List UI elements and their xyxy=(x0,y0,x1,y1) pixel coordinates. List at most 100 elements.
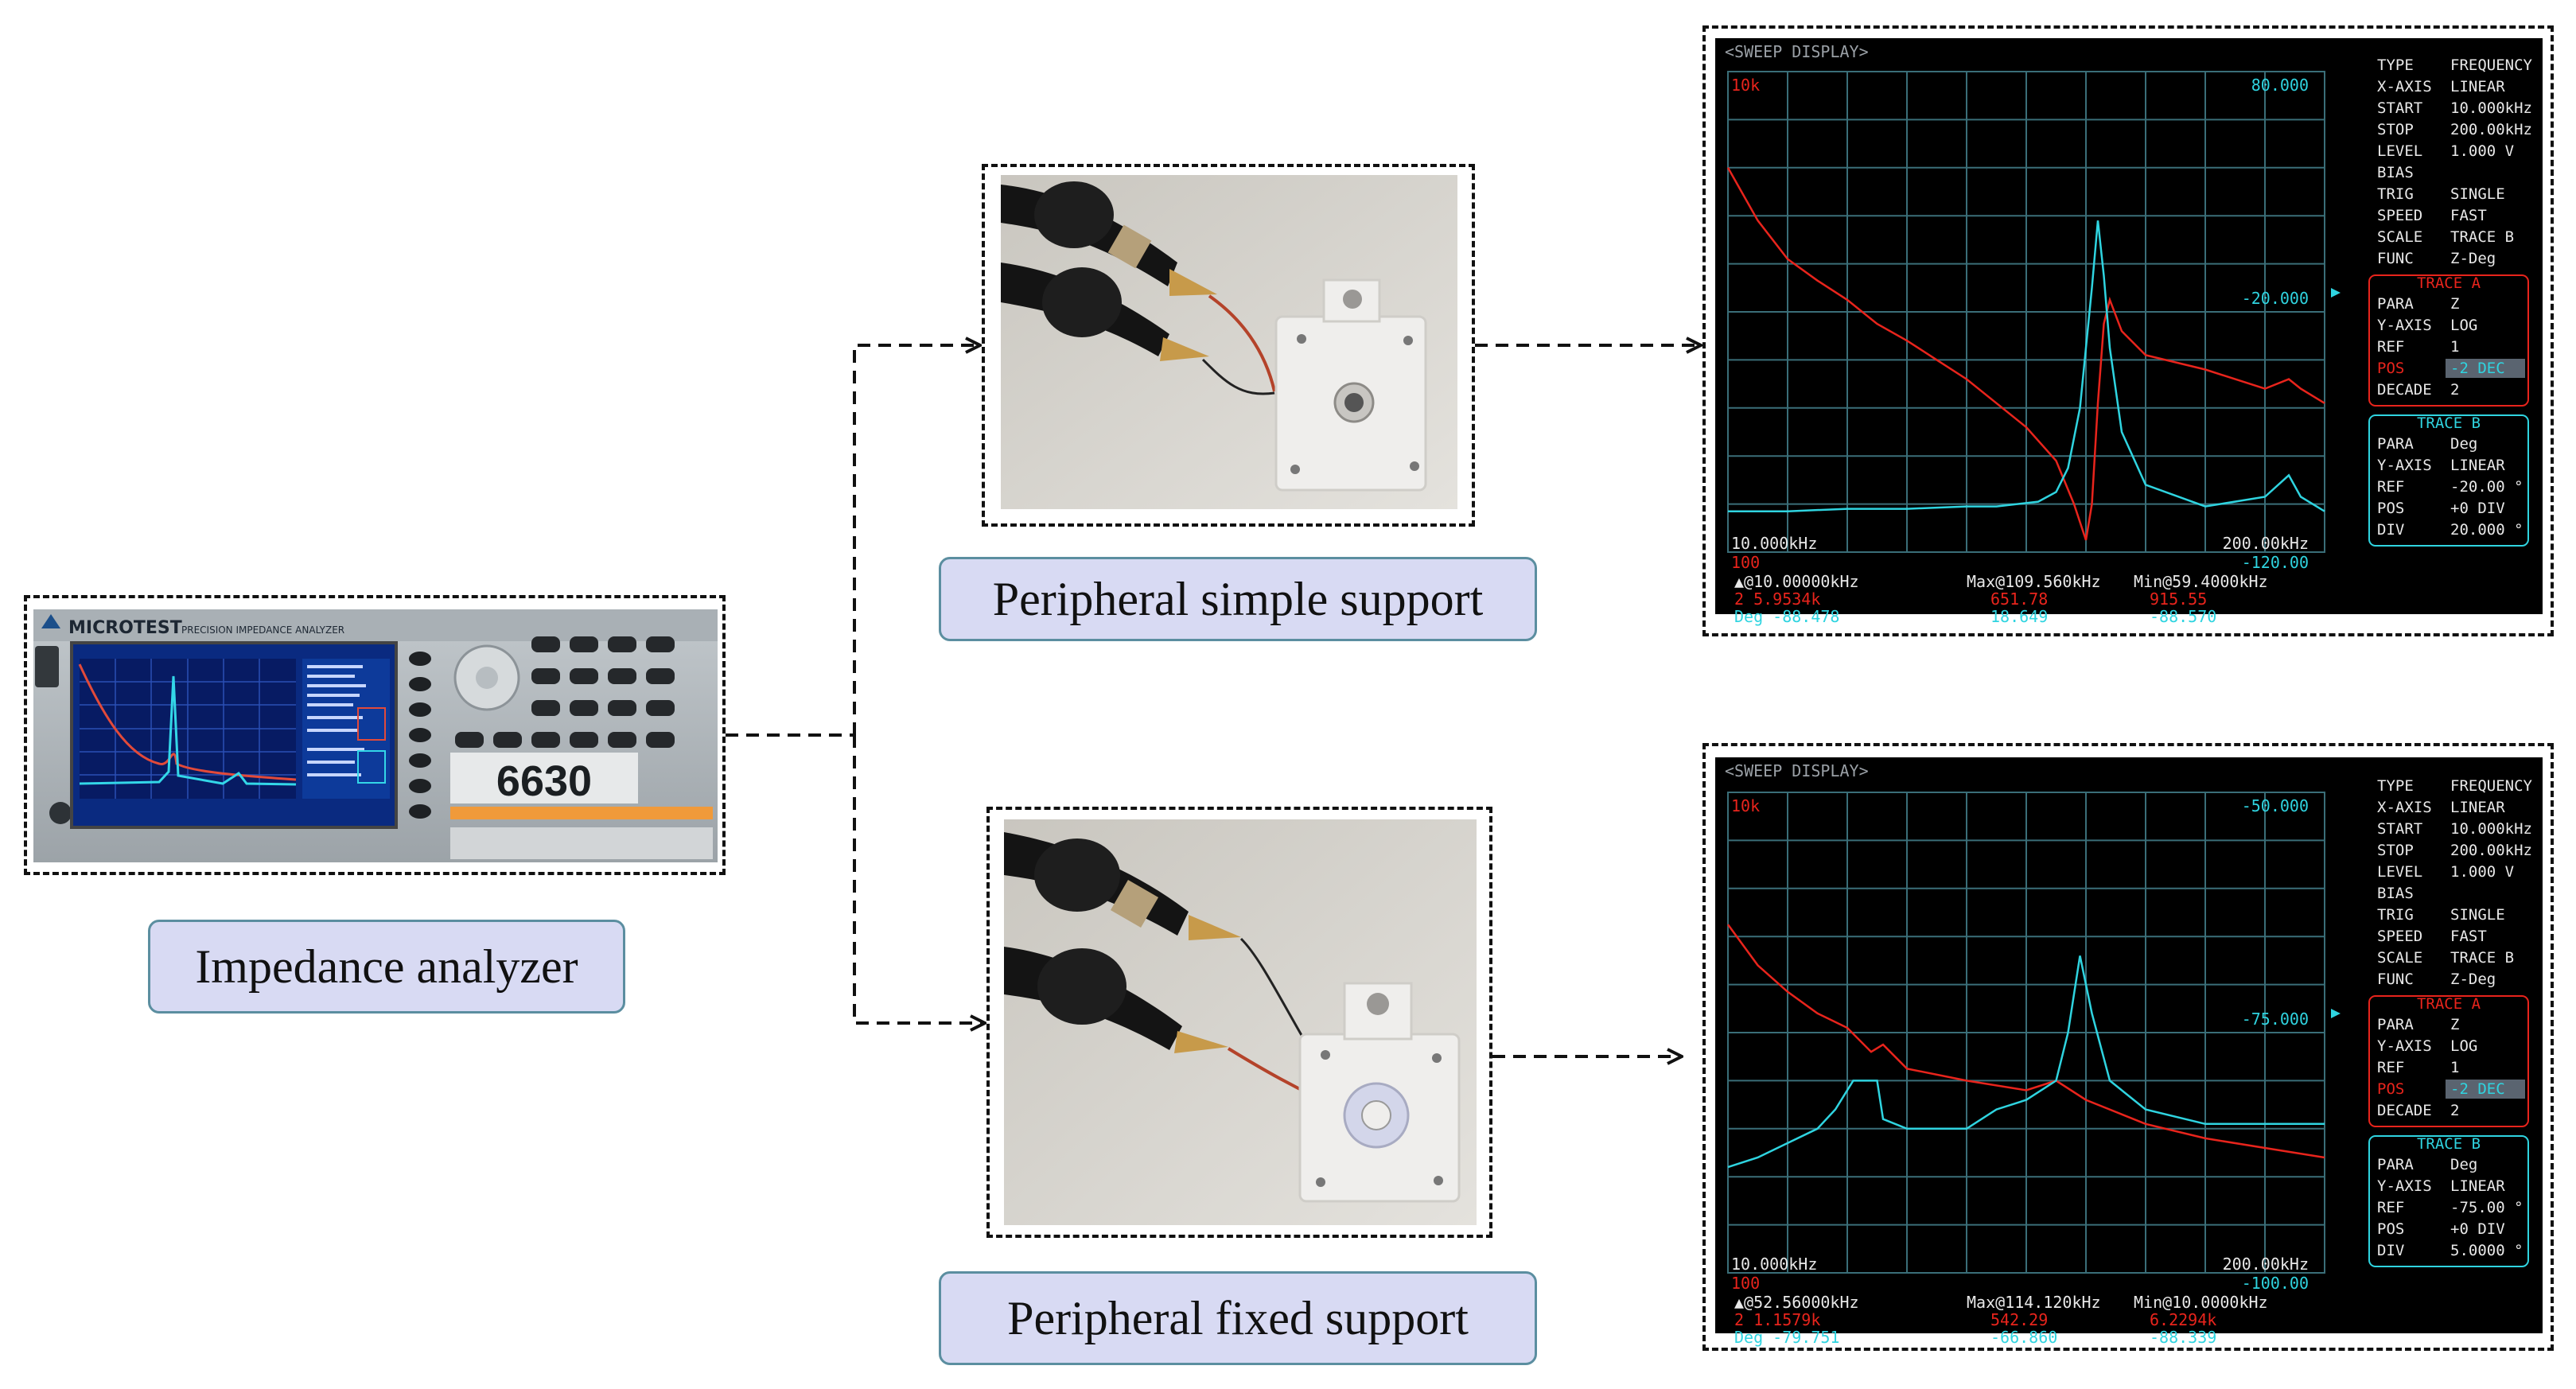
connector-to-bottom-fixture xyxy=(853,735,983,1023)
fixture-bottom-label-text: Peripheral fixed support xyxy=(1007,1291,1469,1344)
param-value: 200.00kHz xyxy=(2450,121,2532,138)
marker-1-trace-b: Deg -88.478 xyxy=(1734,607,1839,626)
trace-b-key: Y-AXIS xyxy=(2377,457,2432,474)
analyzer-lcd-side-lines xyxy=(307,665,366,776)
marker-3-label: Min@10.0000kHz xyxy=(2134,1293,2268,1312)
marker-1-trace-b: Deg -79.751 xyxy=(1734,1328,1839,1347)
analyzer-keypad[interactable] xyxy=(455,636,675,748)
trace-b-key: PARA xyxy=(2377,1156,2414,1173)
screen-top-frame xyxy=(1702,25,2554,636)
fixture-top-label: Peripheral simple support xyxy=(939,557,1537,641)
trace-a-value: Z xyxy=(2450,295,2459,313)
trace-b-value: +0 DIV xyxy=(2450,500,2505,517)
marker-2-trace-b: -66.860 xyxy=(1990,1328,2057,1347)
param-value: 1.000 V xyxy=(2450,863,2514,881)
marker-2-trace-a: 542.29 xyxy=(1990,1310,2048,1329)
param-key: BIAS xyxy=(2377,164,2414,181)
analyzer-lcd-grid xyxy=(80,659,296,799)
param-key: LEVEL xyxy=(2377,142,2422,160)
pos-highlight xyxy=(2446,1080,2525,1099)
trace-b-curve xyxy=(1727,955,2325,1169)
trace-a-title: TRACE A xyxy=(2417,274,2481,292)
trace-b-bottom-label: -100.00 xyxy=(2242,1274,2309,1293)
fixture-bottom-label: Peripheral fixed support xyxy=(939,1271,1537,1365)
trace-b-key: REF xyxy=(2377,1199,2404,1216)
screen-title: <SWEEP DISPLAY> xyxy=(1725,761,1869,780)
param-value: 10.000kHz xyxy=(2450,820,2532,838)
x-start-label: 10.000kHz xyxy=(1731,534,1817,553)
param-key: LEVEL xyxy=(2377,863,2422,881)
trace-b-bottom-label: -120.00 xyxy=(2242,553,2309,572)
trace-b-ref-label: -20.000 xyxy=(2242,289,2309,308)
trace-b-value: +0 DIV xyxy=(2450,1220,2505,1238)
power-knob[interactable] xyxy=(49,802,72,824)
param-key: FUNC xyxy=(2377,971,2414,988)
screen-bottom-frame xyxy=(1702,743,2554,1351)
analyzer-label: Impedance analyzer xyxy=(148,920,625,1014)
trace-b-key: DIV xyxy=(2377,521,2404,539)
model-stripe xyxy=(450,807,713,819)
pos-highlight xyxy=(2446,359,2525,378)
trace-b-value: Deg xyxy=(2450,1156,2477,1173)
screen-background xyxy=(1715,38,2543,614)
analyzer-brand-sub: PRECISION IMPEDANCE ANALYZER xyxy=(181,624,344,636)
trace-a-key: POS xyxy=(2377,1080,2404,1098)
param-key: X-AXIS xyxy=(2377,78,2432,95)
param-value: 10.000kHz xyxy=(2450,99,2532,117)
marker-2-label: Max@114.120kHz xyxy=(1967,1293,2101,1312)
param-key: SPEED xyxy=(2377,207,2422,224)
param-key: STOP xyxy=(2377,842,2414,859)
param-value: FREQUENCY xyxy=(2450,777,2533,795)
param-value: Z-Deg xyxy=(2450,250,2496,267)
trace-b-top-label: -50.000 xyxy=(2242,796,2309,815)
trace-b-title: TRACE B xyxy=(2417,414,2481,432)
trace-a-key: DECADE xyxy=(2377,381,2432,399)
trace-a-bottom-label: 100 xyxy=(1731,1274,1760,1293)
trace-b-ref-label: -75.000 xyxy=(2242,1010,2309,1029)
analyzer-frame xyxy=(24,595,726,875)
param-key: BIAS xyxy=(2377,885,2414,902)
x-stop-label: 200.00kHz xyxy=(2223,534,2309,553)
trace-b-value: Deg xyxy=(2450,435,2477,453)
trace-a-value: 1 xyxy=(2450,338,2459,356)
analyzer-softkeys[interactable] xyxy=(409,652,431,819)
marker-3-trace-a: 915.55 xyxy=(2150,589,2207,609)
trace-a-key: DECADE xyxy=(2377,1102,2432,1119)
param-key: X-AXIS xyxy=(2377,799,2432,816)
trace-a-key: REF xyxy=(2377,338,2404,356)
connectors xyxy=(726,345,1699,1056)
param-key: TYPE xyxy=(2377,56,2414,74)
trace-a-box xyxy=(2368,274,2529,407)
fixture-bottom-frame xyxy=(986,807,1492,1238)
param-value: FREQUENCY xyxy=(2450,56,2533,74)
trace-b-value: 20.000 ° xyxy=(2450,521,2523,539)
trace-b-key: POS xyxy=(2377,500,2404,517)
analyzer-label-text: Impedance analyzer xyxy=(195,940,578,993)
param-value: Z-Deg xyxy=(2450,971,2496,988)
fixture-top-photo xyxy=(1001,175,1457,509)
trace-b-key: Y-AXIS xyxy=(2377,1177,2432,1195)
param-key: FUNC xyxy=(2377,250,2414,267)
screen-background xyxy=(1715,757,2543,1333)
param-value: FAST xyxy=(2450,207,2487,224)
ref-marker-icon xyxy=(2331,1009,2341,1018)
param-key: SPEED xyxy=(2377,928,2422,945)
analyzer-lcd-trace-b xyxy=(79,675,297,786)
trace-a-value: LOG xyxy=(2450,317,2477,334)
param-key: START xyxy=(2377,99,2422,117)
marker-1-label: ▲@52.56000kHz xyxy=(1734,1293,1859,1312)
marker-3-trace-b: -88.570 xyxy=(2150,607,2216,626)
param-value: FAST xyxy=(2450,928,2487,945)
trace-a-bottom-label: 100 xyxy=(1731,553,1760,572)
ref-marker-icon xyxy=(2331,288,2341,298)
param-key: TRIG xyxy=(2377,906,2414,924)
marker-2-trace-a: 651.78 xyxy=(1990,589,2048,609)
trace-a-value: -2 DEC xyxy=(2450,360,2505,377)
param-value: LINEAR xyxy=(2450,799,2505,816)
trace-a-key: REF xyxy=(2377,1059,2404,1076)
marker-1-label: ▲@10.00000kHz xyxy=(1734,572,1859,591)
fixture-top-frame xyxy=(982,164,1475,527)
trace-b-box xyxy=(2368,414,2529,547)
trace-b-curve xyxy=(1728,220,2325,512)
